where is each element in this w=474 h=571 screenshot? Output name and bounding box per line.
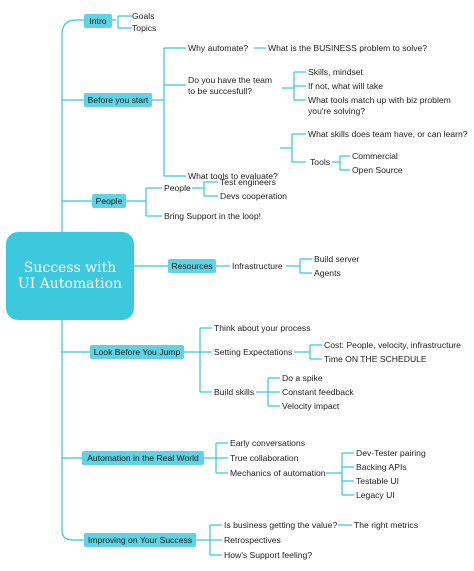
branch-box bbox=[84, 533, 196, 547]
node-retrospectives[interactable]: Retrospectives bbox=[224, 535, 281, 545]
node-open-source[interactable]: Open Source bbox=[352, 165, 403, 175]
node-tools-evaluate[interactable]: What tools to evaluate? bbox=[188, 171, 278, 181]
node-tools-match-2[interactable]: you're solving? bbox=[308, 106, 365, 116]
node-topics[interactable]: Topics bbox=[132, 23, 156, 33]
branch-automation-real-world[interactable]: Automation in the Real World bbox=[82, 451, 204, 465]
node-tools[interactable]: Tools bbox=[310, 157, 330, 167]
node-commercial[interactable]: Commercial bbox=[352, 151, 398, 161]
node-business-problem[interactable]: What is the BUSINESS problem to solve? bbox=[268, 43, 427, 53]
branch-people[interactable]: People bbox=[92, 194, 126, 208]
branch-resources[interactable]: Resources bbox=[168, 259, 216, 273]
root-node[interactable]: Success with UI Automation bbox=[6, 232, 134, 320]
node-why-automate[interactable]: Why automate? bbox=[188, 43, 248, 53]
node-business-value[interactable]: Is business getting the value? bbox=[224, 520, 337, 530]
node-tools-match-1[interactable]: What tools match up with biz problem bbox=[308, 95, 451, 105]
node-dev-tester-pairing[interactable]: Dev-Tester pairing bbox=[356, 448, 426, 458]
branch-improving-success[interactable]: Improving on Your Success bbox=[84, 533, 196, 547]
node-constant-feedback[interactable]: Constant feedback bbox=[282, 387, 354, 397]
node-legacy-ui[interactable]: Legacy UI bbox=[356, 490, 395, 500]
branch-intro[interactable]: Intro bbox=[84, 14, 112, 28]
node-skills-mindset[interactable]: Skills, mindset bbox=[308, 67, 364, 77]
root-title-line1: Success with bbox=[24, 260, 117, 276]
node-bring-support[interactable]: Bring Support in the loop! bbox=[164, 211, 261, 221]
root-box bbox=[6, 232, 134, 320]
node-velocity-impact[interactable]: Velocity impact bbox=[282, 401, 340, 411]
branch-label: Resources bbox=[171, 261, 212, 271]
node-right-metrics[interactable]: The right metrics bbox=[354, 520, 418, 530]
node-setting-expectations[interactable]: Setting Expectations bbox=[214, 347, 292, 357]
branch-box bbox=[82, 451, 204, 465]
branch-label: Look Before You Jump bbox=[94, 347, 181, 357]
node-team-skills[interactable]: What skills does team have, or can learn… bbox=[308, 129, 468, 139]
node-mechanics[interactable]: Mechanics of automation bbox=[230, 468, 326, 478]
branch-label: People bbox=[96, 196, 123, 206]
branch-box bbox=[90, 345, 184, 359]
node-do-spike[interactable]: Do a spike bbox=[282, 373, 323, 383]
node-true-collaboration[interactable]: True collaboration bbox=[230, 453, 299, 463]
node-agents[interactable]: Agents bbox=[314, 268, 341, 278]
connector-lines bbox=[61, 15, 354, 556]
node-infrastructure[interactable]: Infrastructure bbox=[232, 261, 283, 271]
branch-box bbox=[84, 14, 112, 28]
node-support-feeling[interactable]: How's Support feeling? bbox=[224, 550, 312, 560]
node-have-team-2[interactable]: to be succesfull? bbox=[188, 86, 252, 96]
root-title-line2: UI Automation bbox=[18, 276, 122, 292]
branch-label: Intro bbox=[89, 16, 106, 26]
node-build-server[interactable]: Build server bbox=[314, 254, 360, 264]
node-if-not[interactable]: If not, what will take bbox=[308, 81, 383, 91]
branch-label: Automation in the Real World bbox=[87, 453, 199, 463]
node-backing-apis[interactable]: Backing APIs bbox=[356, 462, 407, 472]
branch-look-before-you-jump[interactable]: Look Before You Jump bbox=[90, 345, 184, 359]
branch-box bbox=[84, 93, 152, 107]
node-time-schedule[interactable]: Time ON THE SCHEDULE bbox=[324, 354, 427, 364]
node-early-conversations[interactable]: Early conversations bbox=[230, 438, 305, 448]
node-think-process[interactable]: Think about your process bbox=[214, 323, 311, 333]
node-goals[interactable]: Goals bbox=[132, 11, 154, 21]
branch-box bbox=[92, 194, 126, 208]
branch-box bbox=[168, 259, 216, 273]
node-test-engineers[interactable]: Test engineers bbox=[220, 177, 276, 187]
branch-label: Before you start bbox=[88, 95, 149, 105]
node-people[interactable]: People bbox=[164, 183, 191, 193]
node-cost[interactable]: Cost: People, velocity, infrastructure bbox=[324, 340, 461, 350]
node-testable-ui[interactable]: Testable UI bbox=[356, 476, 399, 486]
node-have-team-1[interactable]: Do you have the team bbox=[188, 75, 272, 85]
node-devs-cooperation[interactable]: Devs cooperation bbox=[220, 191, 287, 201]
branch-label: Improving on Your Success bbox=[88, 535, 192, 545]
node-build-skills[interactable]: Build skills bbox=[214, 387, 254, 397]
branch-before-you-start[interactable]: Before you start bbox=[84, 93, 152, 107]
